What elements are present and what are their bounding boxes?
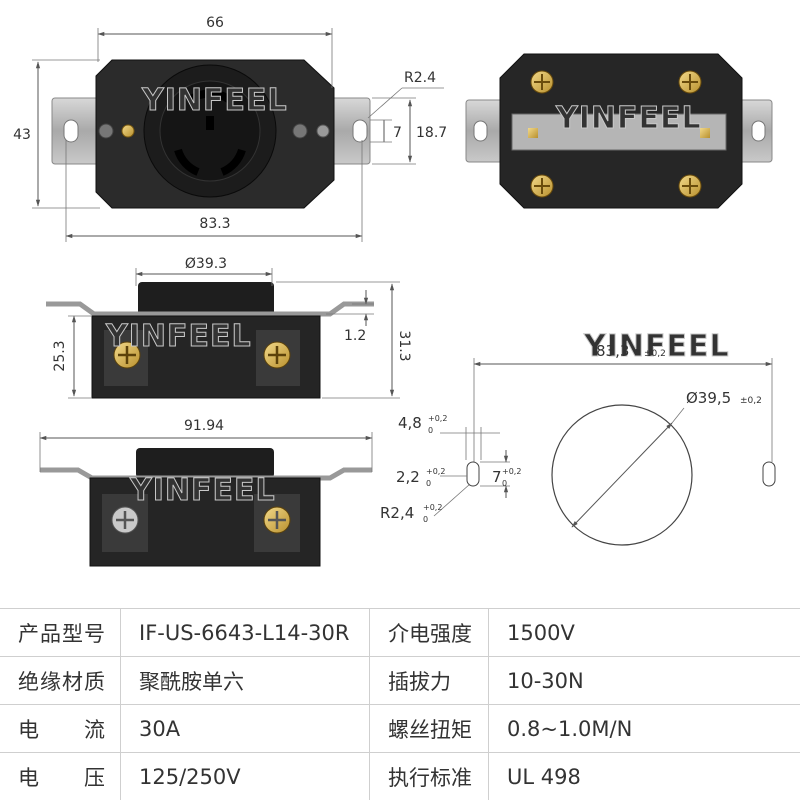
spec-value: 125/250V xyxy=(120,752,370,800)
dim-body-diameter: Ø39.3 xyxy=(185,256,227,272)
spec-table: 产品型号 IF-US-6643-L14-30R 介电强度 1500V 绝缘材质 … xyxy=(0,608,800,800)
dim-cutout-spacing: 83,3 xyxy=(596,342,629,360)
spec-row: 电 流 30A 螺丝扭矩 0.8~1.0M/N xyxy=(0,704,800,753)
dim-side-depth: 31.3 xyxy=(396,330,412,361)
spec-row: 产品型号 IF-US-6643-L14-30R 介电强度 1500V xyxy=(0,608,800,657)
dim-overall-length: 83.3 xyxy=(199,216,230,232)
spec-label: 执行标准 xyxy=(369,752,489,800)
bottom-view: YINFEEL 91.94 xyxy=(39,418,373,567)
watermark-4: YINFEEL xyxy=(129,473,276,508)
spec-label: 螺丝扭矩 xyxy=(369,704,489,753)
cutout-slot-right xyxy=(762,461,776,487)
dim-cutout-diameter-tol: ±0,2 xyxy=(740,396,762,406)
watermark-2: YINFEEL xyxy=(555,101,702,136)
dim-slot-width-tol-lower: 0 xyxy=(426,479,431,488)
dim-slot-length-tol-upper: +0,2 xyxy=(502,467,521,476)
spec-label: 插拔力 xyxy=(369,656,489,705)
technical-drawing: YINFEEL 66 43 83.3 R2.4 7 18.7 xyxy=(13,15,776,567)
spec-value: UL 498 xyxy=(488,752,800,800)
back-view: YINFEEL xyxy=(465,53,773,209)
cutout-slot-left xyxy=(466,461,480,487)
dim-terminal-height: 25.3 xyxy=(52,340,68,371)
dim-slot-r: R2,4 xyxy=(380,504,414,522)
spec-label: 电 压 xyxy=(0,752,121,800)
dim-slot-r-tol-upper: +0,2 xyxy=(423,503,442,512)
dim-slot-pitch: 4,8 xyxy=(398,414,422,432)
spec-label: 产品型号 xyxy=(0,608,121,657)
spec-value: 1500V xyxy=(488,608,800,657)
spec-value: 聚酰胺单六 xyxy=(120,656,370,705)
dim-slot-width-tol-upper: +0,2 xyxy=(426,467,445,476)
dim-slot-length-tol-lower: 0 xyxy=(502,479,507,488)
dim-slot-width: 2,2 xyxy=(396,468,420,486)
dim-slot-r-tol-lower: 0 xyxy=(423,515,428,524)
spec-value: IF-US-6643-L14-30R xyxy=(120,608,370,657)
spec-row: 绝缘材质 聚酰胺单六 插拔力 10-30N xyxy=(0,656,800,705)
dim-slot-pitch-tol-lower: 0 xyxy=(428,426,433,435)
panel-cutout-drawing: YINFEEL 83,3 ±0,2 Ø39,5 ±0,2 4,8 +0,2 0 … xyxy=(380,329,776,546)
spec-label: 绝缘材质 xyxy=(0,656,121,705)
bottom-body-cap xyxy=(136,448,274,478)
spec-row: 电 压 125/250V 执行标准 UL 498 xyxy=(0,752,800,800)
dim-cutout-spacing-tol: ±0,2 xyxy=(644,349,666,359)
spec-label: 电 流 xyxy=(0,704,121,753)
dim-slot-radius: R2.4 xyxy=(404,70,436,86)
watermark-5: YINFEEL xyxy=(583,329,730,364)
watermark-3: YINFEEL xyxy=(105,319,252,354)
dim-slot-length: 7 xyxy=(492,468,502,486)
dim-bracket-height: 18.7 xyxy=(416,125,447,141)
spec-value: 0.8~1.0M/N xyxy=(488,704,800,753)
dim-slot-height: 7 xyxy=(393,125,402,141)
spec-value: 30A xyxy=(120,704,370,753)
dim-bracket-offset: 1.2 xyxy=(344,328,366,344)
dim-front-width: 66 xyxy=(206,15,224,31)
spec-value: 10-30N xyxy=(488,656,800,705)
dim-cutout-diameter: Ø39,5 xyxy=(686,389,731,407)
dim-front-height: 43 xyxy=(13,127,31,143)
side-bracket xyxy=(46,301,374,317)
spec-label: 介电强度 xyxy=(369,608,489,657)
watermark-1: YINFEEL xyxy=(141,83,288,118)
front-view: YINFEEL 66 43 83.3 R2.4 7 18.7 xyxy=(13,15,447,242)
dim-bottom-length: 91.94 xyxy=(184,418,224,434)
dim-slot-pitch-tol-upper: +0,2 xyxy=(428,414,447,423)
side-view: YINFEEL Ø39.3 1.2 31.3 25.3 xyxy=(46,256,412,399)
side-body-cap xyxy=(138,282,274,316)
